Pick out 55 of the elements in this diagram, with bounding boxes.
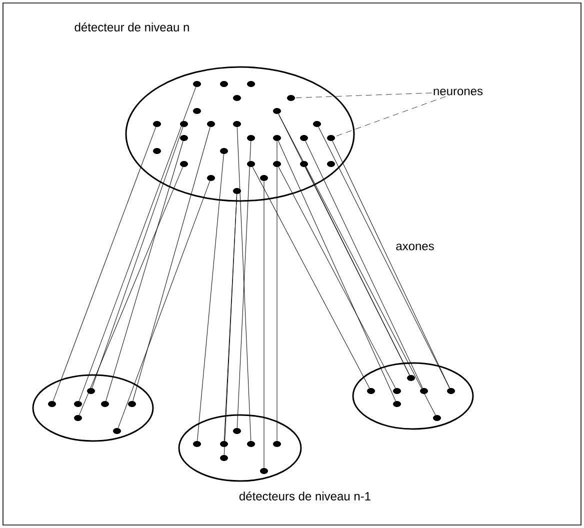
neuron-dot bbox=[233, 121, 241, 127]
neuron-dot bbox=[74, 401, 82, 407]
neuron-dot bbox=[153, 148, 161, 154]
neuron-dot bbox=[313, 121, 321, 127]
neuron-dot bbox=[393, 388, 401, 394]
neuron-dot bbox=[193, 81, 201, 87]
neuron-dot bbox=[420, 388, 428, 394]
neuron-dot bbox=[207, 121, 215, 127]
neuron-dot bbox=[153, 121, 161, 127]
label: axones bbox=[396, 244, 434, 250]
neuron-dot bbox=[74, 415, 82, 421]
ellipse bbox=[352, 362, 474, 430]
leader-line bbox=[334, 96, 446, 137]
axon-line bbox=[252, 166, 370, 388]
node-label: neurones bbox=[434, 88, 483, 96]
neuron-dot bbox=[180, 121, 188, 127]
axon-line bbox=[332, 140, 450, 388]
axon-line bbox=[305, 166, 410, 376]
neuron-dot bbox=[220, 455, 228, 461]
axon-line bbox=[78, 86, 196, 402]
neuron-dot bbox=[247, 161, 255, 167]
axon-line bbox=[106, 140, 184, 402]
neuron-dot bbox=[447, 388, 455, 394]
ellipse bbox=[32, 374, 154, 442]
axon-line bbox=[305, 140, 423, 388]
neuron-dot bbox=[233, 188, 241, 194]
axon-line bbox=[276, 140, 278, 442]
neuron-dot bbox=[247, 81, 255, 87]
neuron-dot bbox=[233, 95, 241, 101]
axon-line bbox=[197, 154, 224, 442]
label: détecteurs de niveau n-1 bbox=[239, 492, 370, 500]
neuron-dot bbox=[220, 81, 228, 87]
neuron-dot bbox=[300, 161, 308, 167]
neuron-dot bbox=[233, 428, 241, 434]
neuron-dot bbox=[87, 388, 95, 394]
axon-line bbox=[278, 114, 436, 416]
neuron-dot bbox=[207, 175, 215, 181]
neuron-dot bbox=[407, 375, 415, 381]
neuron-dot bbox=[247, 441, 255, 447]
neuron-dot bbox=[273, 161, 281, 167]
ellipse bbox=[125, 66, 355, 202]
neuron-dot bbox=[433, 415, 441, 421]
neuron-dot bbox=[48, 401, 56, 407]
neuron-dot bbox=[273, 108, 281, 114]
neuron-dot bbox=[300, 135, 308, 141]
neuron-dot bbox=[273, 441, 281, 447]
leader-line bbox=[295, 92, 432, 98]
ellipse bbox=[178, 414, 302, 482]
axon-line bbox=[92, 126, 184, 388]
neuron-dot bbox=[367, 388, 375, 394]
heading: détecteur de niveau n bbox=[74, 22, 189, 32]
axon-line bbox=[132, 126, 210, 402]
axon-line bbox=[79, 166, 183, 416]
axon-line bbox=[118, 180, 210, 428]
axon-line bbox=[52, 126, 156, 402]
